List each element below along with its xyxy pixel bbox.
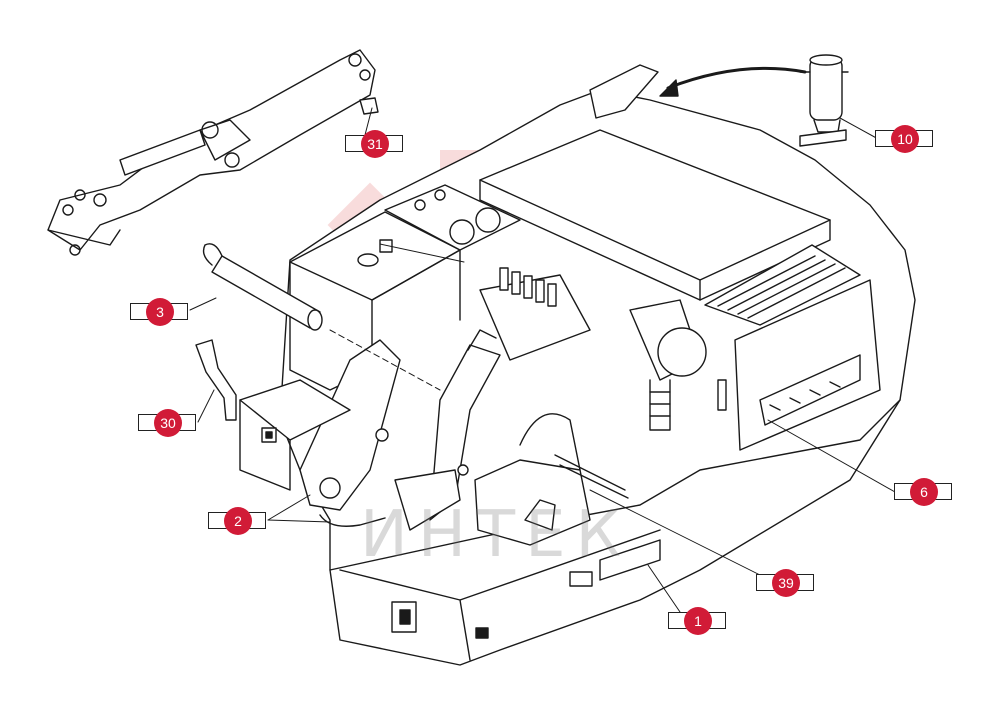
pin-part — [202, 243, 323, 331]
accumulator-part — [799, 54, 849, 147]
engine-cover — [479, 64, 831, 301]
callout-number[interactable]: 1 — [684, 607, 712, 635]
swing-bracket — [299, 339, 401, 527]
radiator-grill — [704, 244, 861, 326]
air-filter — [629, 299, 707, 431]
callout-number[interactable]: 31 — [361, 130, 389, 158]
console-post — [394, 329, 501, 531]
control-box — [457, 413, 629, 546]
arrowhead-icon — [659, 79, 679, 97]
battery-compartment — [717, 279, 881, 451]
callout-number[interactable]: 39 — [772, 569, 800, 597]
callout-number[interactable]: 2 — [224, 507, 252, 535]
boom-arm-assembly — [47, 49, 379, 256]
callout-number[interactable]: 3 — [146, 298, 174, 326]
watermark-text: ИНТЕК — [360, 498, 631, 572]
leader-lines — [189, 107, 896, 613]
arrow-indicator — [666, 66, 807, 90]
cab-side-box — [239, 379, 351, 491]
instrument-panel — [384, 184, 521, 251]
callout-number[interactable]: 30 — [154, 409, 182, 437]
callout-number[interactable]: 6 — [910, 478, 938, 506]
control-valve — [479, 267, 591, 361]
hydraulic-tank — [289, 211, 461, 391]
callout-number[interactable]: 10 — [891, 125, 919, 153]
lever-part — [195, 339, 237, 421]
